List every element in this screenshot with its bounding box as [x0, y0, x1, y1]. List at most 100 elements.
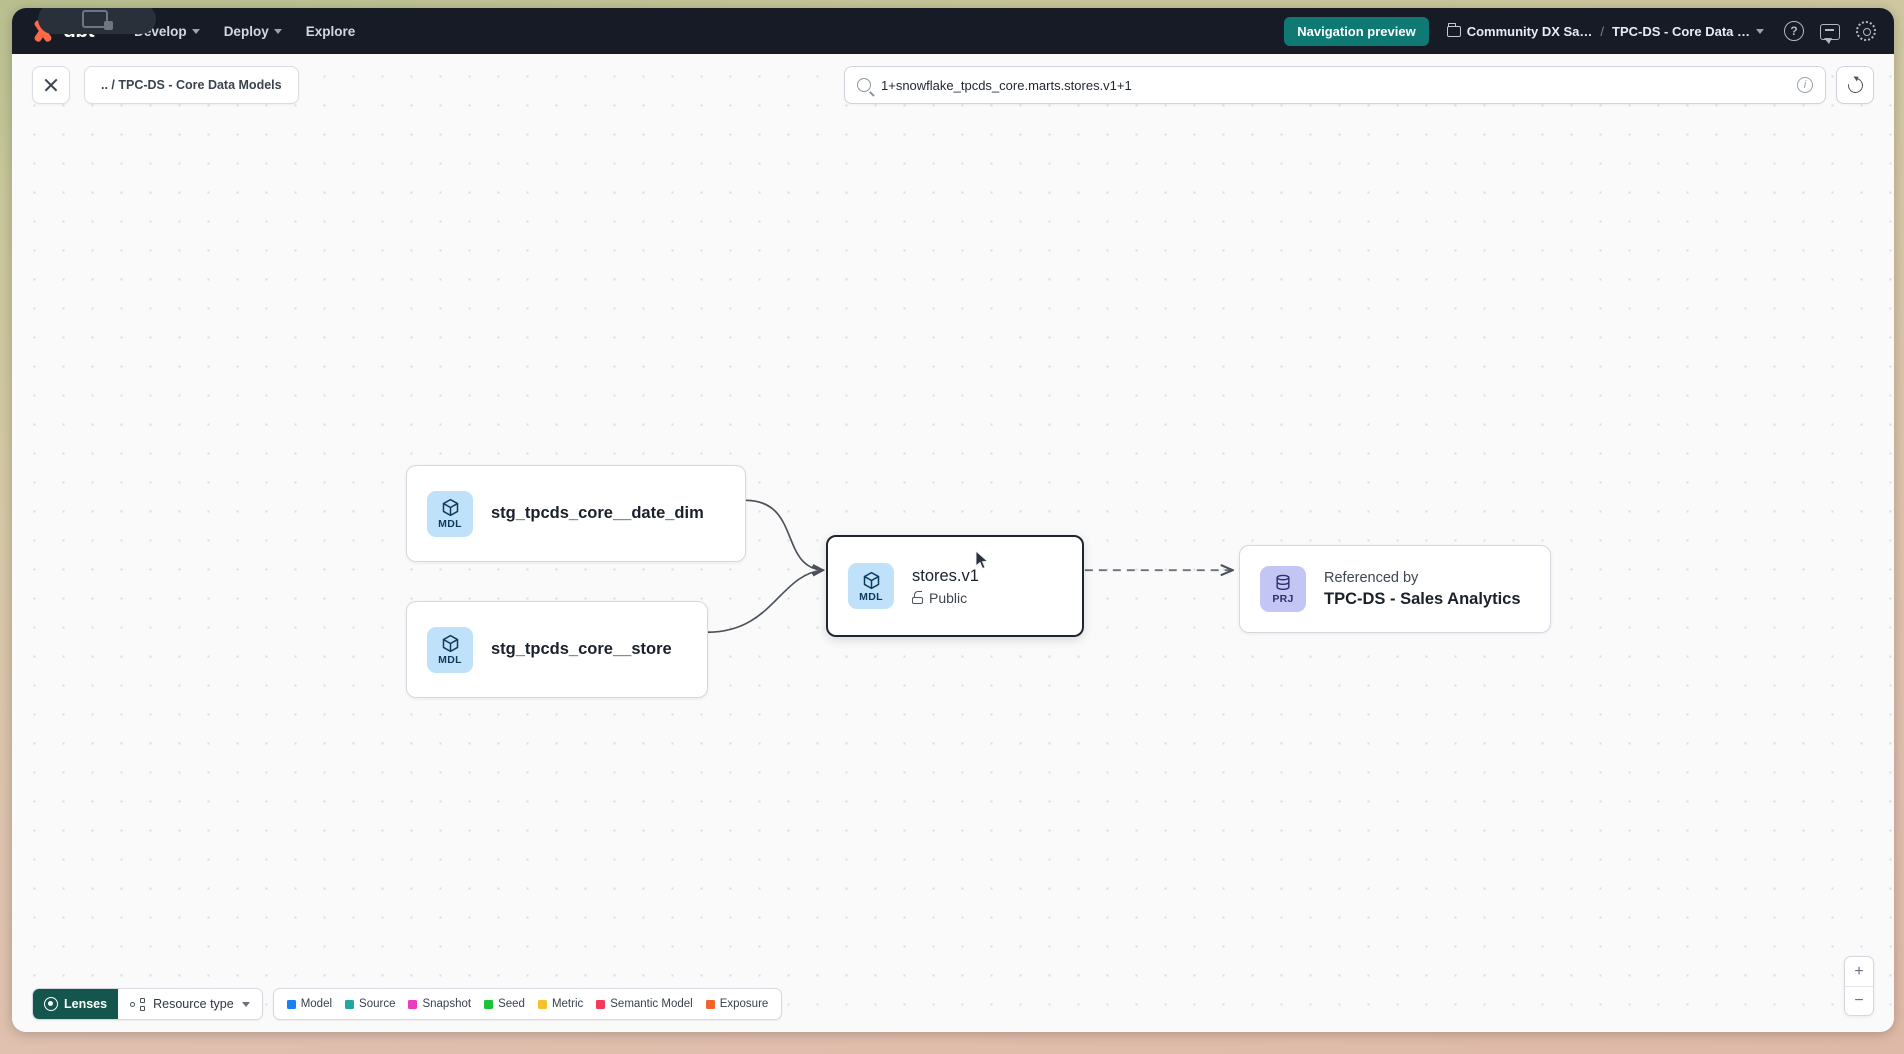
breadcrumb-account[interactable]: Community DX Sa…	[1446, 22, 1593, 39]
cube-icon	[442, 635, 458, 653]
legend-item-semantic-model: Semantic Model	[596, 998, 693, 1010]
graph-node-stores-v1[interactable]: MDL stores.v1 Public	[826, 535, 1084, 637]
resource-type-label: Resource type	[153, 997, 234, 1011]
legend-item-exposure: Exposure	[705, 998, 769, 1010]
cube-icon	[442, 499, 458, 517]
legend-item-seed: Seed	[484, 998, 525, 1010]
canvas-bottom-bar: Lenses Resource type Model	[12, 976, 1894, 1032]
node-title: stg_tpcds_core__store	[491, 640, 672, 658]
node-body: Referenced by TPC-DS - Sales Analytics	[1324, 570, 1521, 609]
legend-swatch	[484, 999, 494, 1009]
search-box[interactable]: i	[844, 66, 1826, 104]
breadcrumb-project[interactable]: TPC-DS - Core Data …	[1612, 24, 1764, 39]
legend-swatch	[537, 999, 547, 1009]
help-icon[interactable]: ?	[1784, 21, 1804, 41]
lineage-canvas[interactable]: .. / TPC-DS - Core Data Models i	[12, 54, 1894, 1032]
lenses-button[interactable]: Lenses	[33, 989, 119, 1019]
edge-date-dim-to-stores	[745, 499, 823, 570]
unlock-icon	[912, 591, 923, 604]
lineage-graph: MDL stg_tpcds_core__date_dim MDL	[12, 54, 1894, 1032]
legend-swatch	[705, 999, 715, 1009]
legend-label: Source	[359, 998, 396, 1010]
lineage-edges	[707, 499, 1894, 634]
feedback-chat-icon[interactable]	[1820, 24, 1840, 44]
edge-store-to-stores	[707, 570, 823, 634]
search-input[interactable]	[881, 77, 1787, 93]
node-access-row: Public	[912, 590, 979, 606]
graph-node-tpcds-sales-analytics[interactable]: PRJ Referenced by TPC-DS - Sales Analyti…	[1239, 545, 1551, 633]
search-icon	[857, 78, 871, 92]
folder-icon	[1446, 22, 1461, 37]
refresh-icon	[1844, 74, 1866, 96]
node-body: stg_tpcds_core__date_dim	[491, 504, 704, 523]
legend-swatch	[596, 999, 606, 1009]
legend-item-source: Source	[345, 998, 395, 1010]
legend-label: Snapshot	[422, 998, 472, 1010]
lenses-label: Lenses	[64, 997, 108, 1011]
node-body: stg_tpcds_core__store	[491, 640, 672, 659]
model-badge-label: MDL	[438, 654, 462, 667]
cube-icon	[863, 571, 879, 589]
navigation-preview-button[interactable]: Navigation preview	[1284, 16, 1429, 46]
nav-item-explore-label: Explore	[305, 23, 356, 39]
lens-icon	[44, 997, 58, 1011]
legend-label: Semantic Model	[610, 998, 693, 1010]
close-lineage-button[interactable]	[32, 66, 70, 104]
window-restore-icon	[82, 10, 113, 30]
chevron-down-icon	[273, 28, 282, 34]
nav-item-explore[interactable]: Explore	[294, 18, 368, 45]
resource-type-dropdown[interactable]: Resource type	[118, 989, 262, 1019]
node-access-label: Public	[929, 589, 968, 606]
chevron-down-icon	[241, 1001, 250, 1007]
model-badge: MDL	[848, 563, 894, 609]
node-title: stg_tpcds_core__date_dim	[491, 504, 704, 522]
lens-control-group: Lenses Resource type	[32, 988, 263, 1020]
top-navigation-bar: dbt Develop Deploy Explore Navigation pr…	[12, 8, 1894, 54]
breadcrumb-project-label: TPC-DS - Core Data …	[1612, 23, 1750, 39]
resource-type-legend: Model Source Snapshot Seed	[272, 988, 783, 1020]
chevron-down-icon	[191, 28, 200, 34]
settings-gear-icon[interactable]	[1856, 21, 1876, 41]
account-breadcrumb: Community DX Sa… / TPC-DS - Core Data …	[1446, 22, 1764, 39]
zoom-out-button[interactable]: −	[1845, 986, 1873, 1015]
legend-swatch	[286, 999, 296, 1009]
nav-icon-group: ?	[1784, 21, 1876, 44]
zoom-controls: + −	[1844, 956, 1874, 1016]
node-body: stores.v1 Public	[912, 567, 979, 606]
info-icon[interactable]: i	[1797, 77, 1813, 93]
node-kicker: Referenced by	[1324, 569, 1419, 586]
model-badge: MDL	[427, 490, 473, 537]
legend-label: Seed	[498, 998, 525, 1010]
graph-node-stg-tpcds-core-store[interactable]: MDL stg_tpcds_core__store	[406, 601, 708, 698]
graph-node-stg-tpcds-core-date-dim[interactable]: MDL stg_tpcds_core__date_dim	[406, 465, 746, 562]
nav-item-deploy-label: Deploy	[223, 23, 269, 39]
legend-swatch	[345, 999, 355, 1009]
app-window: dbt Develop Deploy Explore Navigation pr…	[12, 8, 1894, 1032]
model-badge-label: MDL	[438, 518, 462, 531]
legend-label: Exposure	[719, 998, 769, 1010]
node-title: TPC-DS - Sales Analytics	[1324, 589, 1521, 608]
chevron-down-icon	[1756, 28, 1764, 34]
nodes-icon	[130, 997, 146, 1011]
legend-label: Metric	[551, 998, 584, 1010]
close-icon	[44, 78, 59, 93]
breadcrumb-separator: /	[1600, 23, 1605, 39]
legend-swatch	[408, 999, 418, 1009]
breadcrumb-account-label: Community DX Sa…	[1466, 23, 1593, 39]
browser-tab-nub[interactable]	[38, 8, 156, 34]
model-badge: MDL	[427, 626, 473, 673]
layers-icon	[1276, 574, 1290, 591]
legend-label: Model	[300, 998, 333, 1010]
nav-item-deploy[interactable]: Deploy	[212, 18, 294, 45]
search-area: i	[844, 66, 1874, 104]
project-badge: PRJ	[1260, 566, 1306, 612]
model-badge-label: MDL	[859, 590, 883, 603]
refresh-button[interactable]	[1836, 66, 1874, 104]
legend-item-metric: Metric	[537, 998, 584, 1010]
project-badge-label: PRJ	[1272, 593, 1294, 606]
zoom-in-button[interactable]: +	[1854, 962, 1864, 980]
project-breadcrumb-button[interactable]: .. / TPC-DS - Core Data Models	[84, 66, 299, 104]
legend-item-model: Model	[286, 998, 333, 1010]
canvas-toolbar: .. / TPC-DS - Core Data Models i	[12, 54, 1894, 116]
